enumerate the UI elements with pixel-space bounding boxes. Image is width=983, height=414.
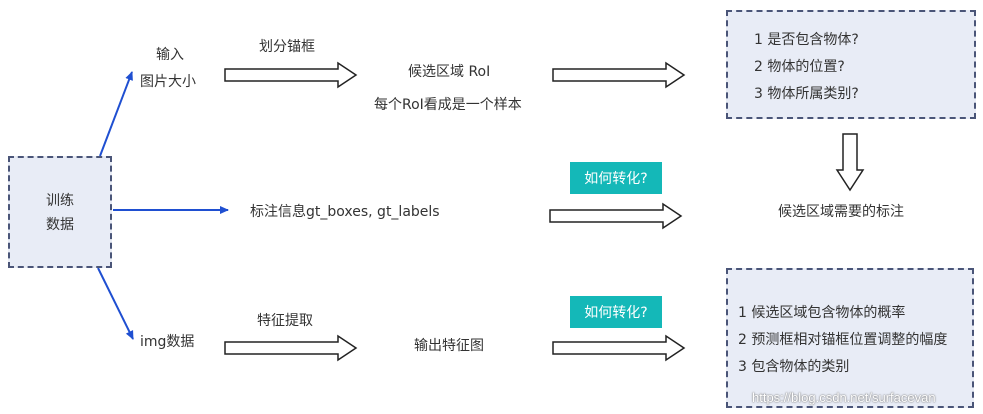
feature-extract-label: 特征提取 bbox=[257, 313, 313, 329]
outputs-box: 1 候选区域包含物体的概率 2 预测框相对锚框位置调整的幅度 3 包含物体的类别 bbox=[726, 268, 974, 408]
proposal-sample-label: 每个RoI看成是一个样本 bbox=[374, 97, 522, 113]
watermark: https://blog.csdn.net/surfacevan bbox=[752, 390, 936, 405]
convert-badge-mid: 如何转化? bbox=[570, 162, 662, 194]
arrow-to-img-data bbox=[97, 267, 134, 340]
training-data-box: 训练 数据 bbox=[8, 156, 112, 268]
block-arrow-feature-output bbox=[552, 334, 686, 362]
block-arrow-feature bbox=[224, 334, 358, 362]
output-item: 2 预测框相对锚框位置调整的幅度 bbox=[738, 332, 948, 348]
feature-map-output-label: 输出特征图 bbox=[414, 338, 484, 354]
img-data-label: img数据 bbox=[140, 334, 195, 350]
block-arrow-down bbox=[835, 133, 865, 192]
outputs-list: 1 候选区域包含物体的概率 2 预测框相对锚框位置调整的幅度 3 包含物体的类别 bbox=[738, 300, 947, 381]
annotation-info-label: 标注信息gt_boxes, gt_labels bbox=[250, 204, 440, 220]
question-item: 3 物体所属类别? bbox=[754, 86, 859, 102]
input-label: 输入 bbox=[156, 47, 184, 63]
proposal-roi-label: 候选区域 RoI bbox=[408, 64, 491, 80]
block-arrow-annotation bbox=[549, 202, 683, 230]
questions-list: 1 是否包含物体? 2 物体的位置? 3 物体所属类别? bbox=[754, 27, 859, 108]
anchor-split-label: 划分锚框 bbox=[259, 39, 315, 55]
output-item: 1 候选区域包含物体的概率 bbox=[738, 305, 906, 321]
block-arrow-proposal bbox=[552, 61, 686, 89]
questions-box: 1 是否包含物体? 2 物体的位置? 3 物体所属类别? bbox=[726, 10, 976, 119]
arrow-to-input-size bbox=[99, 71, 133, 157]
block-arrow-anchor bbox=[224, 61, 358, 89]
question-item: 2 物体的位置? bbox=[754, 59, 845, 75]
proposal-needed-labels: 候选区域需要的标注 bbox=[778, 204, 904, 220]
image-size-label: 图片大小 bbox=[140, 74, 196, 90]
convert-badge-bottom: 如何转化? bbox=[570, 296, 662, 328]
question-item: 1 是否包含物体? bbox=[754, 32, 859, 48]
output-item: 3 包含物体的类别 bbox=[738, 359, 850, 375]
training-data-line2: 数据 bbox=[46, 217, 74, 233]
training-data-line1: 训练 bbox=[46, 193, 74, 209]
